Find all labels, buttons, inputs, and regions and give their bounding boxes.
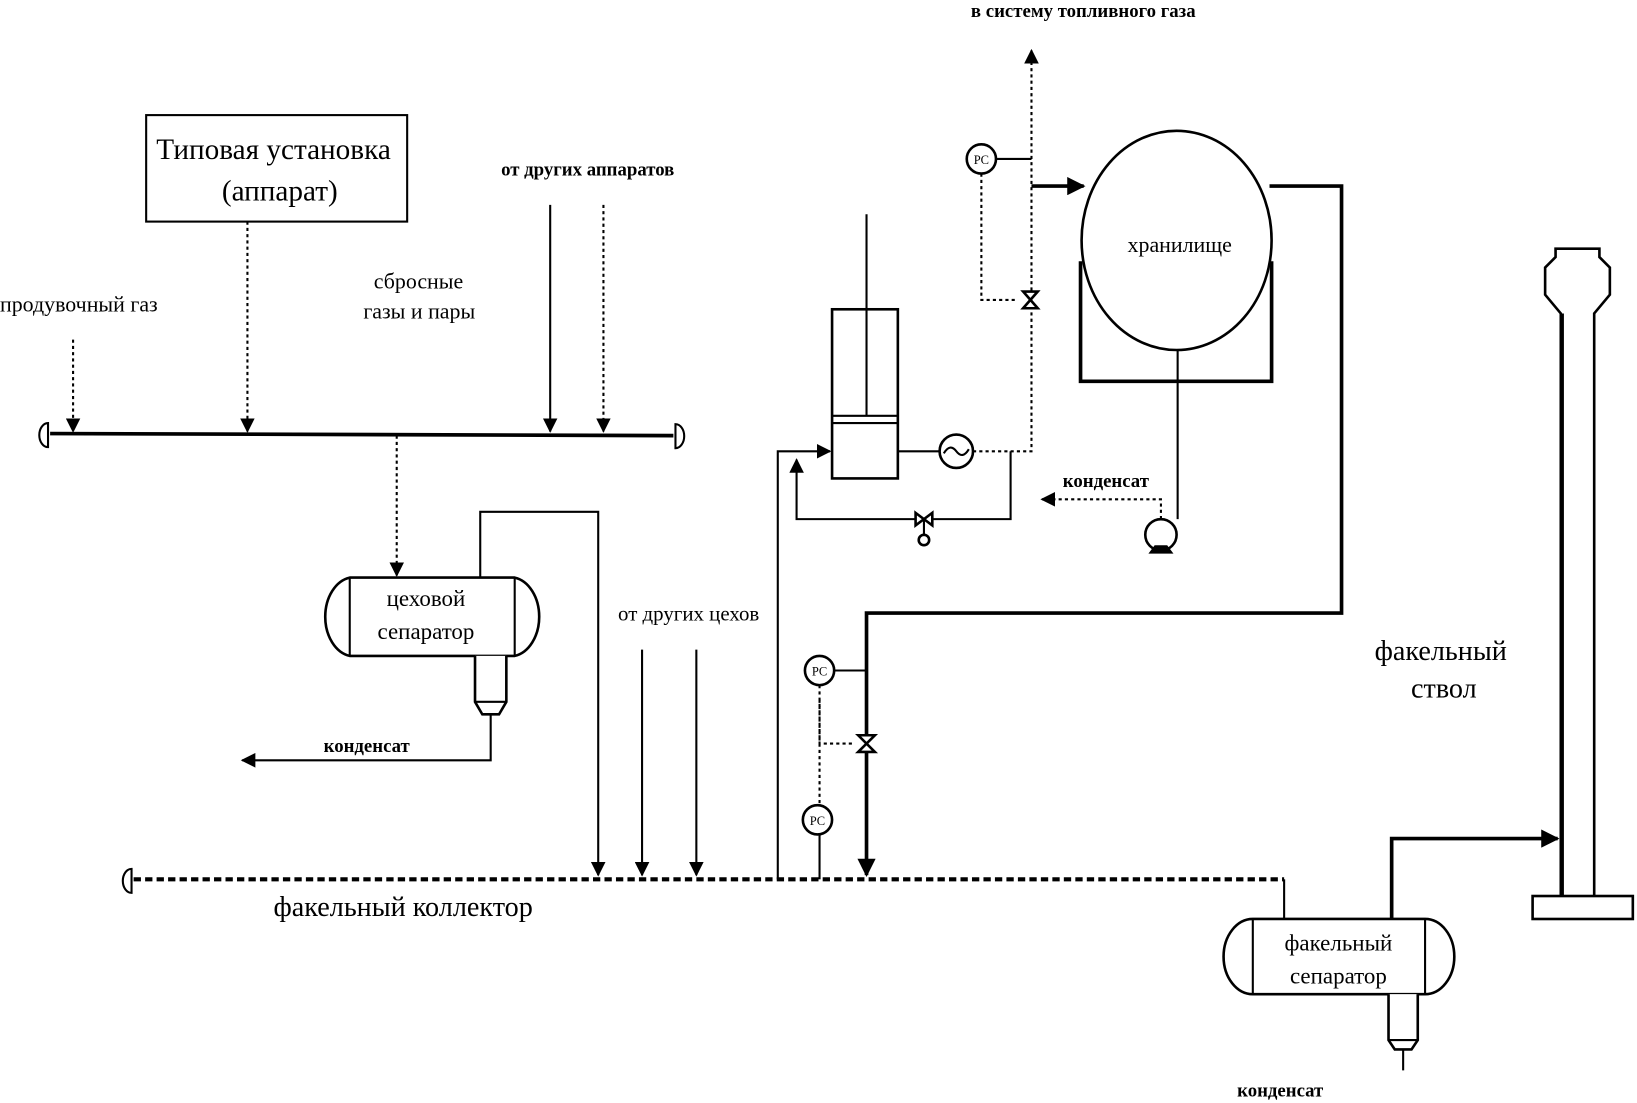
shop-separator-label-1: цеховой xyxy=(387,586,466,611)
from-other-shops-label: от других цехов xyxy=(618,601,759,625)
fuel-gas-control-valve[interactable] xyxy=(1020,290,1041,310)
flare-separator-label-2: сепаратор xyxy=(1290,964,1387,989)
flare-separator: факельный сепаратор xyxy=(1222,917,1456,1071)
storage-condensate-pipe xyxy=(1040,491,1162,520)
shop-condensate-pipe xyxy=(240,714,492,768)
left-end-cap xyxy=(38,422,50,449)
unit-apparatus-box: Типовая установка (аппарат) xyxy=(145,114,409,223)
gas-holder-compressor xyxy=(830,214,900,480)
separator-to-stack-pipe xyxy=(1389,829,1560,919)
fuel-gas-pipe xyxy=(973,48,1039,453)
purge-gas-label: продувочный газ xyxy=(0,291,158,316)
collector-end-cap xyxy=(121,867,133,894)
flare-stack-label-1: факельный xyxy=(1375,636,1507,667)
condensate-pump[interactable] xyxy=(1143,517,1178,554)
shop-condensate-label: конденсат xyxy=(324,736,410,757)
to-fuel-gas-label: в систему топливного газа xyxy=(971,1,1196,22)
separator-to-collector-pipe xyxy=(479,510,606,877)
flare-collector xyxy=(121,867,1286,919)
recycle-pipe xyxy=(789,451,1012,521)
pressure-controller-2[interactable]: PC xyxy=(803,654,836,687)
pc-label-3: PC xyxy=(810,814,825,828)
shop-separator: цеховой сепаратор xyxy=(323,576,541,716)
pressure-controller-3[interactable]: PC xyxy=(801,803,834,836)
flare-condensate-label: конденсат xyxy=(1237,1080,1323,1101)
recycle-valve[interactable] xyxy=(914,510,934,547)
waste-gases-label-2: газы и пары xyxy=(363,299,475,324)
waste-gases-label-1: сбросные xyxy=(374,268,463,293)
pressure-controller-1[interactable]: PC xyxy=(965,143,998,175)
flare-stack xyxy=(1531,247,1635,921)
storage-to-collector-pipe xyxy=(857,184,1344,877)
from-other-apparatus-label: от других аппаратов xyxy=(501,160,674,181)
flare-collector-label: факельный коллектор xyxy=(274,892,533,923)
shop-header-pipe xyxy=(38,204,686,450)
pc-label-2: PC xyxy=(812,665,827,679)
unit-label-line1: Типовая установка xyxy=(156,134,391,166)
heat-exchanger xyxy=(938,433,975,470)
right-end-cap xyxy=(674,423,686,450)
pc-label-1: PC xyxy=(974,153,989,167)
storage-condensate-label: конденсат xyxy=(1063,471,1149,492)
flare-stack-label-2: ствол xyxy=(1411,674,1477,705)
shop-separator-label-2: сепаратор xyxy=(378,619,475,644)
unit-label-line2: (аппарат) xyxy=(222,176,338,208)
pc-2-signal-line xyxy=(818,685,854,745)
compressor-suction-pipe xyxy=(776,443,832,880)
collector-control-valve[interactable] xyxy=(855,733,879,754)
pc-1-signal-line xyxy=(980,173,1018,301)
gas-storage: хранилище xyxy=(1078,129,1274,384)
flare-separator-label-1: факельный xyxy=(1285,930,1393,955)
storage-label: хранилище xyxy=(1128,232,1232,257)
